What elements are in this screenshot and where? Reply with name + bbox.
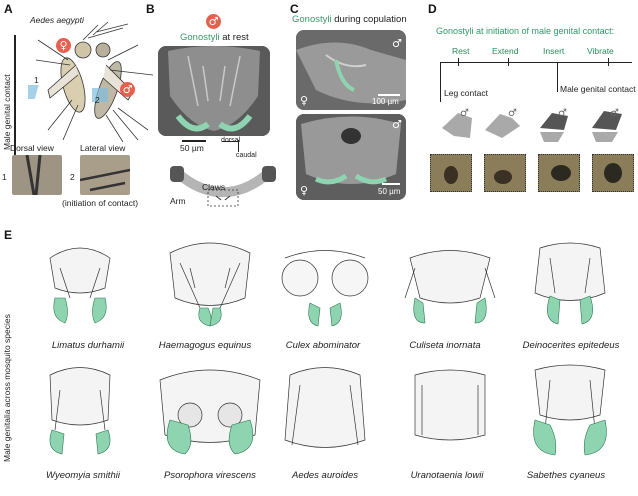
species-label: Limatus durhamii xyxy=(51,340,125,351)
species-label: Aedes aegypti xyxy=(30,15,84,25)
gonostyli-word: Gonostyli xyxy=(292,14,332,25)
inset-number-2: 2 xyxy=(70,172,75,182)
marker-1: 1 xyxy=(34,75,39,85)
dorsal-label: dorsal xyxy=(221,137,241,144)
male-symbol-icon: ♂ xyxy=(558,108,567,119)
species-label: Culiseta inornata xyxy=(409,340,481,351)
genitalia-row-1 xyxy=(49,242,606,327)
male-symbol-icon: ♂ xyxy=(392,37,402,50)
species-label: Aedes auroides xyxy=(291,470,359,481)
stage-rest: Rest xyxy=(452,46,470,56)
panel-c-title: Gonostyli during copulation xyxy=(292,14,407,25)
dorsal-view-label: Dorsal view xyxy=(10,143,54,153)
female-symbol-icon: ♀ xyxy=(300,184,309,197)
title-rest: at rest xyxy=(219,32,249,43)
male-symbol-icon: ♂ xyxy=(460,108,469,119)
mosquito-illustration xyxy=(28,21,154,143)
panel-label-b: B xyxy=(146,2,155,16)
panel-label-a: A xyxy=(4,2,13,16)
axis-vertical xyxy=(238,140,239,152)
tick xyxy=(508,58,509,66)
species-label: Haemagogus equinus xyxy=(158,340,252,351)
title-rest: during copulation xyxy=(331,14,407,25)
initiation-note: (initiation of contact) xyxy=(62,198,139,208)
claw-schematic xyxy=(170,166,276,207)
side-label-species: Male genitalia across mosquito species xyxy=(2,314,12,462)
species-label: Wyeomyia smithii xyxy=(46,470,120,481)
tick xyxy=(458,58,459,66)
scale-label-b: 50 µm xyxy=(180,143,204,153)
dorsal-view-photo xyxy=(12,154,62,196)
video-frame-extend xyxy=(484,154,526,192)
stage-vibrate: Vibrate xyxy=(587,46,614,56)
species-label: Psorophora virescens xyxy=(164,470,256,481)
male-symbol-icon: ♂ xyxy=(610,108,619,119)
inset-number-1: 1 xyxy=(2,172,7,182)
sem-copulation-top xyxy=(296,30,406,110)
species-label: Culex abominator xyxy=(285,340,361,351)
genitalia-row-2 xyxy=(49,364,607,456)
male-symbol-icon: ♂ xyxy=(120,82,135,97)
stage-insert: Insert xyxy=(543,46,565,56)
arm-label: Arm xyxy=(170,196,186,206)
claws-label: Claws xyxy=(202,182,226,192)
male-symbol-icon: ♂ xyxy=(206,14,221,29)
lateral-view-label: Lateral view xyxy=(80,143,126,153)
side-bar xyxy=(8,35,16,155)
lateral-view-photo xyxy=(79,155,131,195)
video-frame-insert xyxy=(538,154,580,192)
timeline-axis xyxy=(440,62,632,63)
sem-copulation-bottom xyxy=(296,114,406,200)
panel-d-title: Gonostyli at initiation of male genital … xyxy=(436,26,615,36)
panel-label-e: E xyxy=(4,228,13,242)
leg-contact-label: Leg contact xyxy=(444,88,488,98)
scale-bar-b xyxy=(182,140,206,142)
scale-label-c-bottom: 50 µm xyxy=(378,187,401,196)
panel-b-title: Gonostyli at rest xyxy=(180,32,249,43)
male-symbol-icon: ♂ xyxy=(392,118,402,131)
species-label: Uranotaenia lowii xyxy=(410,470,484,481)
timeline-contact-marker xyxy=(557,62,558,92)
scale-bar-c-bottom xyxy=(382,183,400,185)
male-symbol-icon: ♂ xyxy=(508,108,517,119)
side-label-male-contact: Male genital contact xyxy=(2,74,12,150)
gonostyli-word: Gonostyli xyxy=(180,32,220,43)
video-frame-rest xyxy=(430,154,472,192)
panel-label-d: D xyxy=(428,2,437,16)
timeline-leg-marker xyxy=(440,62,441,102)
female-symbol-icon: ♀ xyxy=(300,94,309,107)
species-label: Sabethes cyaneus xyxy=(526,470,606,481)
stage-extend: Extend xyxy=(492,46,519,56)
axis-horizontal xyxy=(222,141,238,142)
female-symbol-icon: ♀ xyxy=(56,38,71,53)
male-contact-label: Male genital contact xyxy=(560,84,636,94)
panel-label-c: C xyxy=(290,2,299,16)
sem-gonostyli-rest xyxy=(158,46,270,136)
scale-bar-c-top xyxy=(378,94,400,96)
species-label: Deinocerites epitedeus xyxy=(522,340,620,351)
stage-icons xyxy=(442,111,622,142)
scale-label-c-top: 100 µm xyxy=(372,97,399,106)
tick xyxy=(608,58,609,66)
caudal-label: caudal xyxy=(236,152,257,159)
video-frame-vibrate xyxy=(592,154,634,192)
marker-2: 2 xyxy=(95,95,100,105)
